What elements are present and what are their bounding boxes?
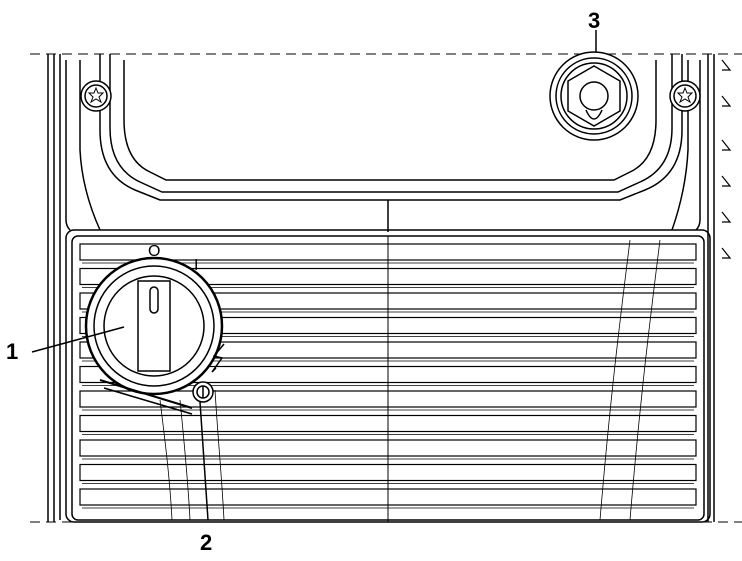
vent-shadow-line [599,239,631,521]
screw-left [80,80,112,112]
main-switch [84,256,224,415]
callout-1-label: 1 [6,339,18,364]
lightning-icon [211,343,225,373]
vent-shadow-line [159,399,173,521]
switch-on-label: I [194,257,198,274]
vent-shadow-line [214,389,225,521]
screw-right [669,80,701,112]
switch-lock [192,381,214,403]
display-window [99,54,683,232]
switch-off-label: O [148,243,160,260]
housing-outline [47,54,715,522]
cooling-fins [721,59,732,259]
leader-lines [31,30,597,521]
gas-connector-nut [549,51,639,141]
callout-3-label: 3 [588,8,600,33]
vent-shadow-line [629,239,661,521]
callout-2-label: 2 [200,530,212,555]
vent-shadow-line [179,399,191,521]
